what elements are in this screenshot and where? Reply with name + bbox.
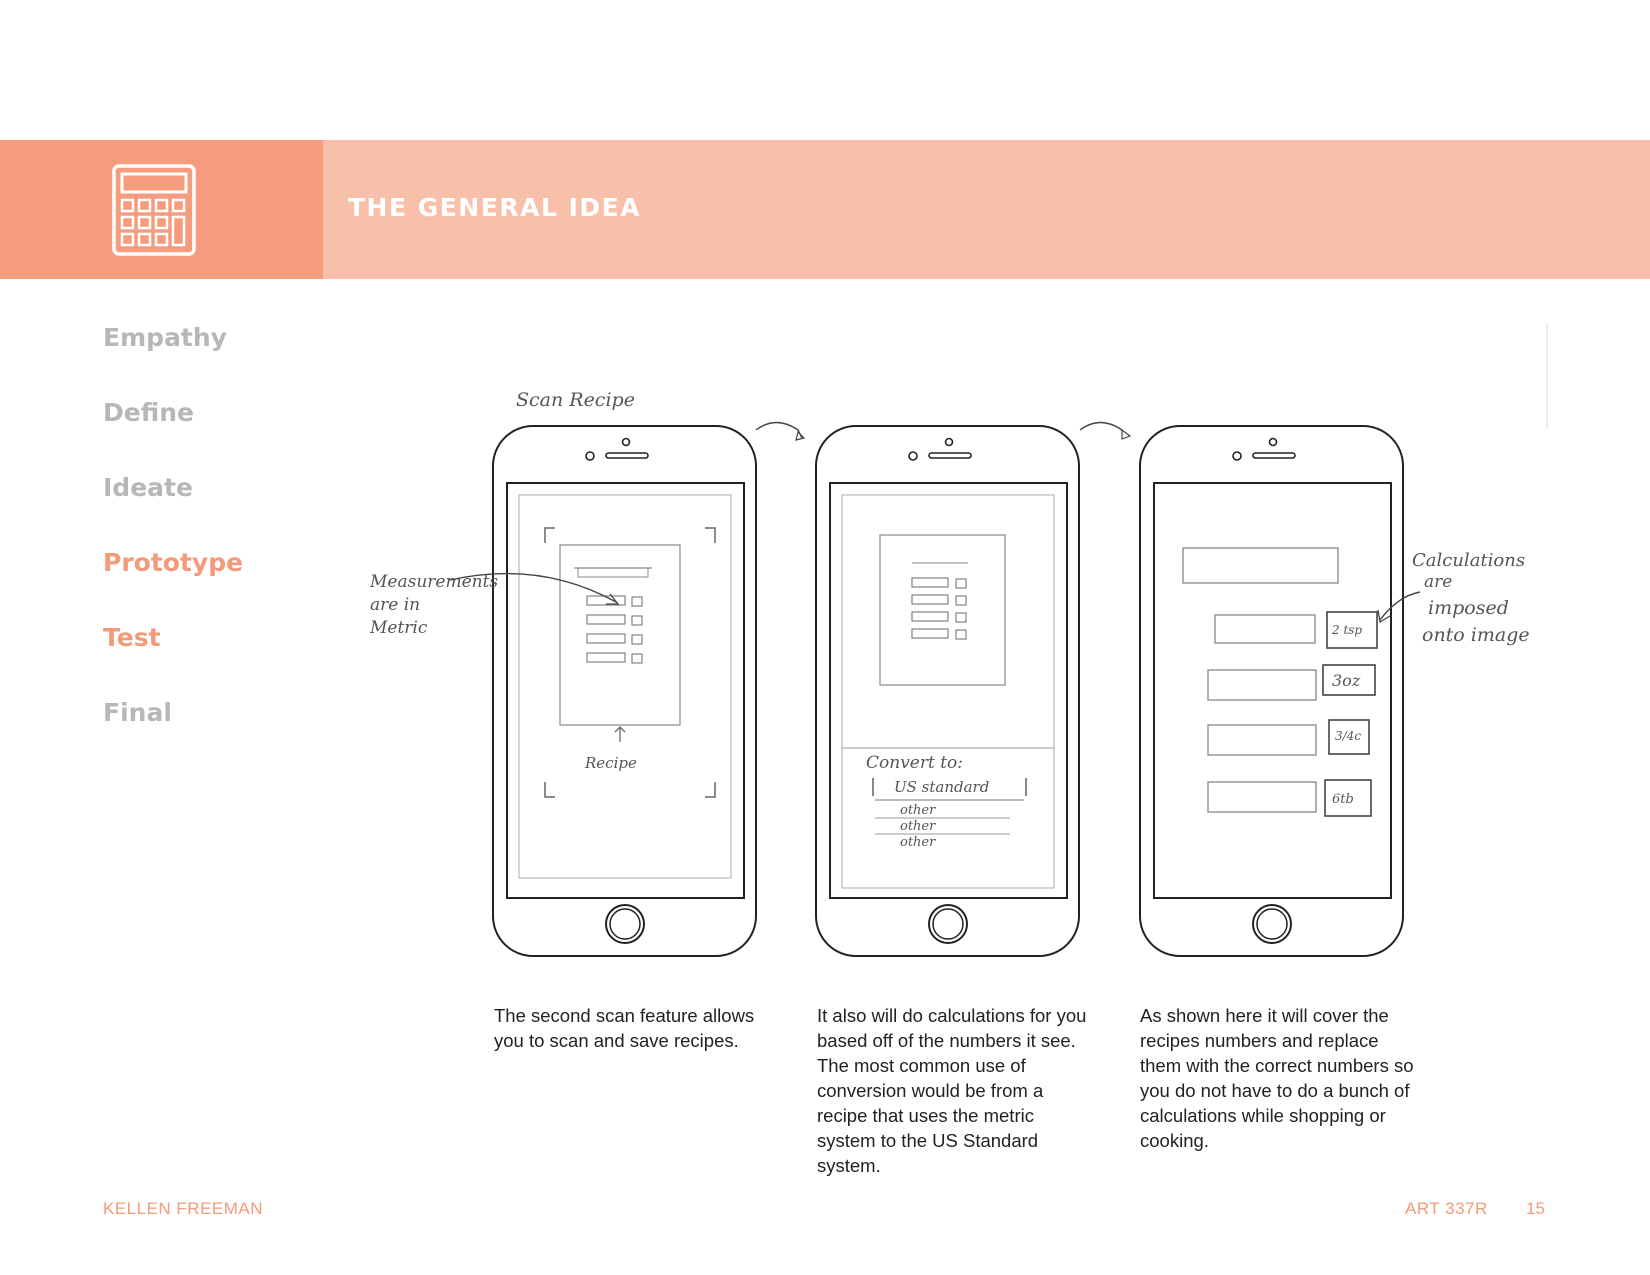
nav-item-empathy[interactable]: Empathy [103,318,243,393]
sketch-us-standard-option: US standard [894,778,989,796]
sketch-other-option: other [900,819,936,834]
footer-author: KELLEN FREEMAN [103,1199,263,1219]
caption-scan: The second scan feature allows you to sc… [494,1003,769,1053]
sketch-calculations-note: are [1424,572,1452,592]
nav-item-final[interactable]: Final [103,693,243,768]
sketch-recipe-label: Recipe [584,754,637,772]
prototype-sketch: Recipe Scan Recipe Convert to: US standa… [370,320,1550,970]
section-nav: Empathy Define Ideate Prototype Test Fin… [103,318,243,768]
caption-result: As shown here it will cover the recipes … [1140,1003,1415,1153]
sketch-convert-to-label: Convert to: [866,753,963,773]
sketch-calculations-note: Calculations [1412,550,1525,571]
phone-sketch-result: 2 tsp 3oz 3/4c 6tb [1140,426,1403,956]
footer-course: ART 337R [1405,1199,1488,1219]
caption-convert: It also will do calculations for you bas… [817,1003,1092,1178]
calculator-icon [112,164,196,256]
footer-page-number: 15 [1526,1199,1545,1219]
sketch-value-3oz: 3oz [1332,671,1361,690]
sketch-calculations-note: imposed [1428,597,1509,619]
nav-item-test[interactable]: Test [103,618,243,693]
sketch-other-option: other [900,803,936,818]
nav-item-prototype[interactable]: Prototype [103,543,243,618]
sketch-value-6tb: 6tb [1332,792,1354,807]
phone-sketch-scan: Recipe Scan Recipe [493,389,756,956]
sketch-value-2tsp: 2 tsp [1331,623,1362,637]
sketch-scan-recipe-label: Scan Recipe [516,389,635,411]
sketch-measurements-note: Metric [370,618,428,638]
sketch-calculations-note: onto image [1422,624,1530,646]
phone-sketch-convert: Convert to: US standard other other othe… [816,426,1079,956]
nav-item-ideate[interactable]: Ideate [103,468,243,543]
sketch-other-option: other [900,835,936,850]
sketch-value-3-4c: 3/4c [1335,729,1361,743]
nav-item-define[interactable]: Define [103,393,243,468]
sketch-measurements-note: are in [370,595,420,615]
section-title: THE GENERAL IDEA [348,193,641,222]
